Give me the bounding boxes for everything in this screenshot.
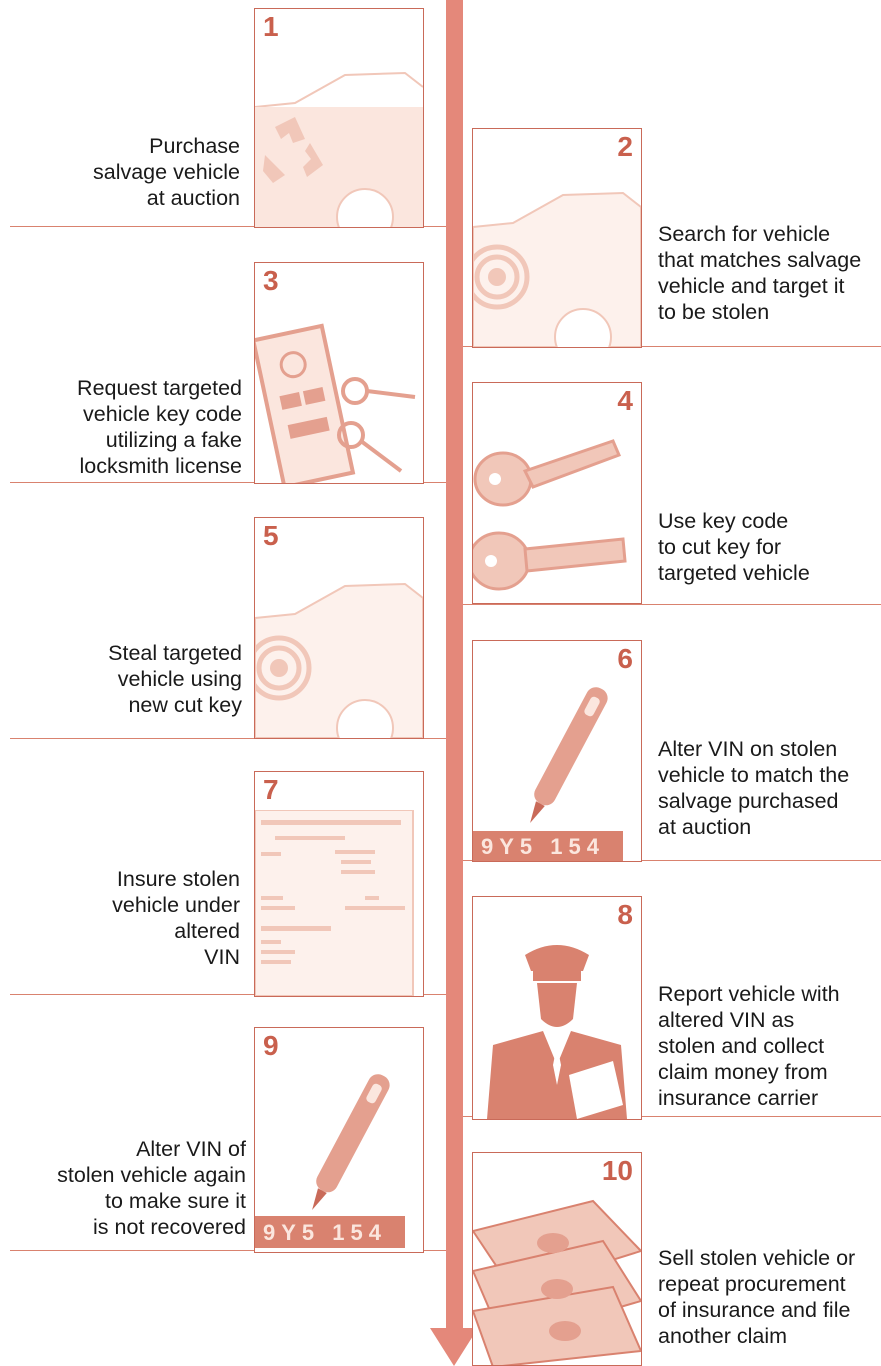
step-7-text: Insure stolen vehicle under altered VIN bbox=[112, 867, 240, 969]
step-2-text: Search for vehicle that matches salvage … bbox=[658, 222, 861, 324]
step-1-card: 1 bbox=[254, 8, 424, 228]
step-2-card: 2 bbox=[472, 128, 642, 348]
timeline-arrow-shaft bbox=[446, 0, 463, 1332]
step-4-card: 4 bbox=[472, 382, 642, 604]
money-stack-icon bbox=[473, 1191, 641, 1366]
step-7-label: Insure stolen vehicle under altered VIN bbox=[20, 866, 240, 970]
step-5-text: Steal targeted vehicle using new cut key bbox=[108, 641, 242, 717]
target-car-icon bbox=[255, 556, 423, 738]
step-10-label: Sell stolen vehicle or repeat procuremen… bbox=[658, 1245, 880, 1349]
step-number: 4 bbox=[617, 387, 633, 415]
step-number: 9 bbox=[263, 1032, 279, 1060]
step-8-label: Report vehicle with altered VIN as stole… bbox=[658, 981, 880, 1111]
step-10-card: 10 bbox=[472, 1152, 642, 1366]
step-number: 6 bbox=[617, 645, 633, 673]
step-number: 2 bbox=[617, 133, 633, 161]
police-officer-icon bbox=[473, 935, 641, 1119]
timeline-arrow-head bbox=[430, 1328, 478, 1366]
engraver-vin-icon: 9Y5 154 bbox=[473, 679, 641, 861]
salvage-car-recycle-icon bbox=[255, 47, 423, 227]
step-9-card: 9 9Y5 154 bbox=[254, 1027, 424, 1253]
step-10-text: Sell stolen vehicle or repeat procuremen… bbox=[658, 1246, 855, 1348]
step-number: 8 bbox=[617, 901, 633, 929]
step-8-card: 8 bbox=[472, 896, 642, 1120]
step-9-text: Alter VIN of stolen vehicle again to mak… bbox=[57, 1137, 246, 1239]
license-keys-icon bbox=[255, 301, 423, 483]
keys-icon bbox=[473, 421, 641, 603]
step-number: 3 bbox=[263, 267, 279, 295]
step-1-text: Purchase salvage vehicle at auction bbox=[93, 134, 240, 210]
svg-text:9Y5 154: 9Y5 154 bbox=[481, 834, 605, 859]
step-8-text: Report vehicle with altered VIN as stole… bbox=[658, 982, 840, 1110]
step-6-text: Alter VIN on stolen vehicle to match the… bbox=[658, 737, 849, 839]
insurance-document-icon bbox=[255, 810, 423, 996]
step-7-card: 7 bbox=[254, 771, 424, 997]
step-number: 10 bbox=[602, 1157, 633, 1185]
engraver-vin-icon: 9Y5 154 bbox=[255, 1066, 423, 1252]
step-3-card: 3 bbox=[254, 262, 424, 484]
step-3-label: Request targeted vehicle key code utiliz… bbox=[20, 375, 242, 479]
step-4-text: Use key code to cut key for targeted veh… bbox=[658, 509, 810, 585]
step-9-label: Alter VIN of stolen vehicle again to mak… bbox=[20, 1136, 246, 1240]
step-number: 1 bbox=[263, 13, 279, 41]
step-number: 7 bbox=[263, 776, 279, 804]
step-number: 5 bbox=[263, 522, 279, 550]
divider-right-4 bbox=[463, 604, 881, 605]
step-6-card: 6 9Y5 154 bbox=[472, 640, 642, 862]
step-6-label: Alter VIN on stolen vehicle to match the… bbox=[658, 736, 880, 840]
step-2-label: Search for vehicle that matches salvage … bbox=[658, 221, 880, 325]
target-car-icon bbox=[473, 167, 641, 347]
svg-text:9Y5 154: 9Y5 154 bbox=[263, 1220, 387, 1245]
step-5-card: 5 bbox=[254, 517, 424, 739]
step-5-label: Steal targeted vehicle using new cut key bbox=[20, 640, 242, 718]
step-1-label: Purchase salvage vehicle at auction bbox=[20, 133, 240, 211]
step-3-text: Request targeted vehicle key code utiliz… bbox=[77, 376, 242, 478]
step-4-label: Use key code to cut key for targeted veh… bbox=[658, 508, 880, 586]
